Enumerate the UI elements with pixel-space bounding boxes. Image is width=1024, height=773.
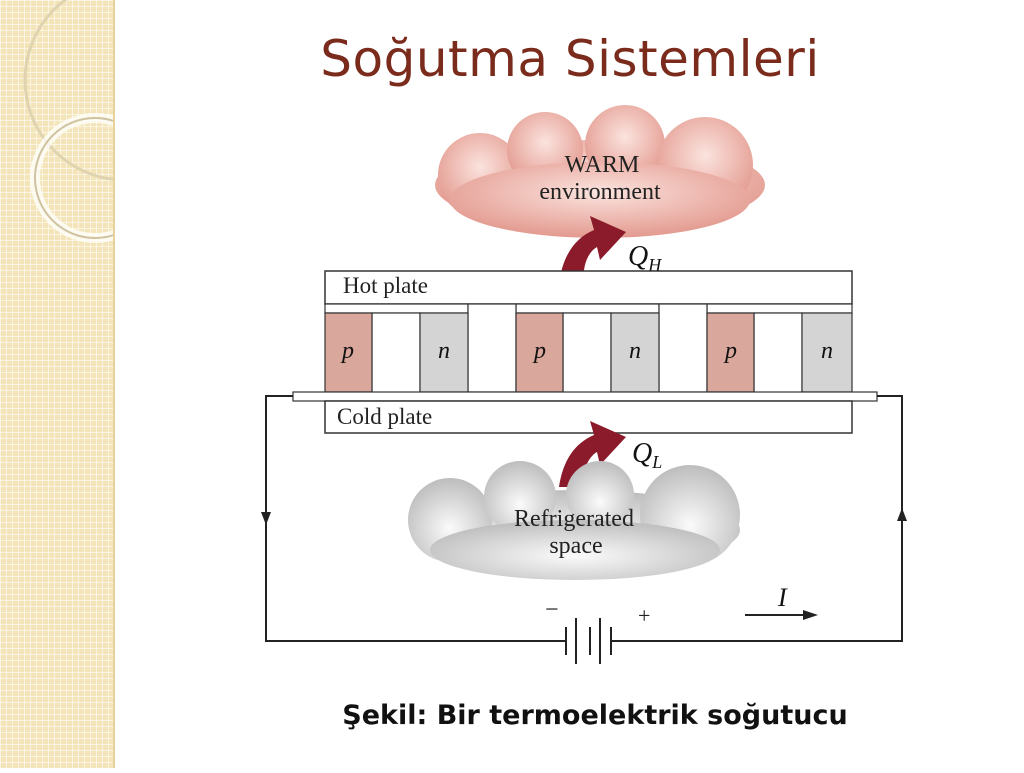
right-wire-arrow xyxy=(897,508,907,521)
ql-heat-arrow xyxy=(559,421,626,487)
qh-heat-arrow xyxy=(559,216,626,283)
left-wire-arrow xyxy=(261,512,271,525)
n-leg-2 xyxy=(610,312,660,393)
leg-label-4: n xyxy=(629,338,641,364)
p-leg-3 xyxy=(706,312,755,393)
leg-label-5: p xyxy=(723,338,737,364)
qh-label: QH xyxy=(628,241,662,275)
refrigerated-space-cloud: Refrigerated space xyxy=(408,461,740,580)
refrigerated-label-line2: space xyxy=(549,533,602,559)
slide-title: Soğutma Sistemleri xyxy=(320,30,820,88)
warm-label-line2: environment xyxy=(539,179,661,205)
cold-plate-label: Cold plate xyxy=(337,404,432,429)
leg-label-2: n xyxy=(438,338,450,364)
p-leg-1 xyxy=(324,312,373,393)
battery-symbol xyxy=(565,618,612,664)
refrigerated-label-line1: Refrigerated xyxy=(514,506,634,532)
current-arrowhead xyxy=(803,610,818,620)
cold-plate xyxy=(324,400,853,434)
figure-caption: Şekil: Bir termoelektrik soğutucu xyxy=(342,700,848,731)
hot-plate xyxy=(324,270,853,305)
n-leg-3 xyxy=(801,312,853,393)
semiconductor-array: p n p n p n xyxy=(292,303,878,402)
leg-label-6: n xyxy=(821,338,833,364)
battery-plus-label: + xyxy=(638,603,650,628)
leg-label-3: p xyxy=(532,338,546,364)
warm-environment-cloud: WARM environment xyxy=(435,105,765,238)
n-leg-1 xyxy=(419,312,469,393)
current-label: I xyxy=(777,583,788,612)
hot-plate-label: Hot plate xyxy=(343,273,428,298)
p-leg-2 xyxy=(515,312,564,393)
decorative-sidebar xyxy=(0,0,227,768)
warm-label-line1: WARM xyxy=(565,152,640,178)
ql-label: QL xyxy=(632,438,662,472)
leg-label-1: p xyxy=(340,338,354,364)
battery-minus-label: − xyxy=(545,597,559,623)
